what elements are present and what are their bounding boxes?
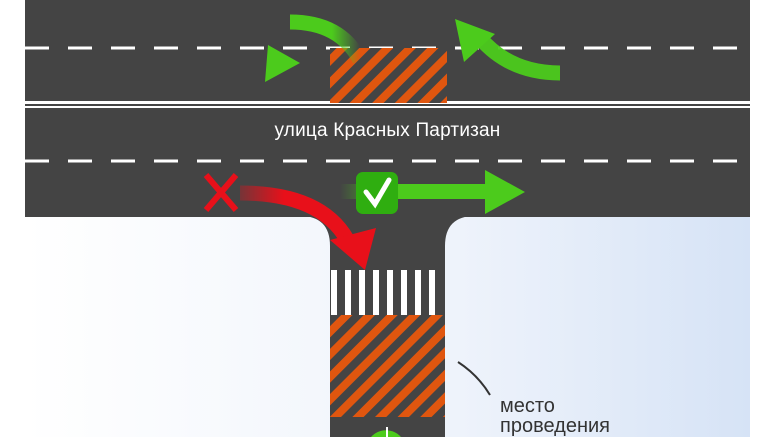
work-zone-side [330, 315, 445, 417]
street-name-label: улица Красных Партизан [274, 120, 501, 141]
work-site-label-line1: место [500, 395, 555, 417]
label-pointer [457, 361, 491, 396]
cross-mark-icon [203, 173, 239, 212]
arrow-turn-icon [265, 14, 367, 82]
crosswalk [331, 270, 435, 315]
work-site-label: место проведения [500, 396, 610, 436]
divider-line [25, 106, 750, 108]
work-site-label-line2: проведения [500, 415, 610, 437]
forbidden-turn-arrow [239, 185, 376, 270]
work-zone-main [330, 48, 447, 103]
check-mark-icon [356, 172, 398, 214]
arrow-turn-icon [455, 19, 561, 81]
